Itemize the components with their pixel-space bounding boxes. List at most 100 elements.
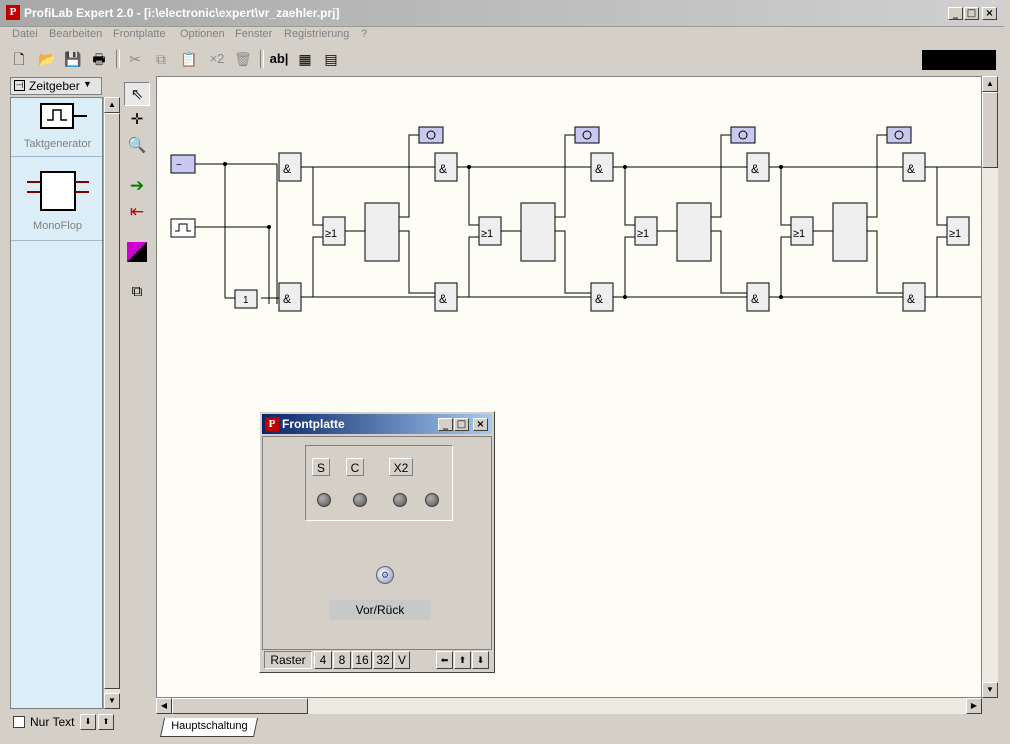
- or-gate-label: ≥1: [481, 228, 493, 240]
- app-logo-icon: P: [265, 417, 279, 432]
- and-gate-label: &: [283, 162, 291, 176]
- grid-icon[interactable]: ▦: [298, 51, 312, 67]
- circuit-diagram: ~ 1 & & ≥1 & & ≥1: [170, 126, 981, 312]
- scroll-up-icon[interactable]: ▲: [982, 76, 998, 92]
- only-text-checkbox[interactable]: [13, 716, 25, 728]
- scroll-down-icon[interactable]: ▼: [982, 682, 998, 698]
- raster-option-16[interactable]: 16: [352, 651, 372, 669]
- arrow-left-icon[interactable]: ⬅: [436, 651, 453, 669]
- menu-registrierung[interactable]: Registrierung: [284, 28, 350, 40]
- arrow-down-icon[interactable]: ⬇: [80, 714, 96, 730]
- title-bar: P ProfiLab Expert 2.0 - [i:\electronic\e…: [0, 0, 1004, 27]
- list-divider: [11, 156, 102, 157]
- and-gate-label: &: [907, 292, 915, 306]
- scroll-thumb[interactable]: [982, 92, 998, 168]
- inverter[interactable]: [234, 289, 258, 309]
- monoflop-icon[interactable]: [25, 170, 95, 214]
- scroll-up-icon[interactable]: ▲: [104, 97, 120, 113]
- scroll-right-icon[interactable]: ▶: [966, 698, 982, 714]
- only-text-label: Nur Text: [30, 715, 75, 729]
- canvas-horizontal-scrollbar[interactable]: ◀ ▶: [156, 698, 982, 714]
- scroll-down-icon[interactable]: ▼: [104, 693, 120, 709]
- tab-label: Hauptschaltung: [171, 720, 248, 732]
- or-gate-label: ≥1: [793, 228, 805, 240]
- arrow-up-icon[interactable]: ⬆: [98, 714, 114, 730]
- toolbar-separator: [116, 50, 120, 68]
- save-icon[interactable]: 💾: [64, 51, 82, 67]
- frontplatte-title-bar[interactable]: P Frontplatte _ □ ×: [262, 414, 492, 434]
- close-button[interactable]: ×: [473, 418, 488, 431]
- menu-bearbeiten[interactable]: Bearbeiten: [49, 28, 103, 40]
- maximize-button[interactable]: □: [454, 418, 469, 431]
- led-indicator: [353, 493, 367, 507]
- clock-generator[interactable]: [170, 218, 196, 238]
- or-gate-label: ≥1: [325, 228, 337, 240]
- menu-bar: Datei Bearbeiten Frontplatte Optionen Fe…: [0, 26, 1004, 44]
- led-label-x2: X2: [389, 458, 413, 476]
- minimize-button[interactable]: _: [948, 7, 963, 20]
- pointer-tool-icon[interactable]: ⇖: [124, 82, 150, 106]
- stop-icon[interactable]: ⇤: [129, 202, 145, 221]
- inverter-label: 1: [243, 295, 249, 306]
- led-label-c: C: [346, 458, 364, 476]
- and-gate-label: &: [751, 292, 759, 306]
- led-indicator: [317, 493, 331, 507]
- menu-fenster[interactable]: Fenster: [235, 28, 273, 40]
- scroll-thumb[interactable]: [172, 698, 308, 714]
- category-label: Zeitgeber: [29, 79, 80, 93]
- svg-text:~: ~: [176, 160, 182, 171]
- print-icon[interactable]: 🖶: [92, 51, 106, 67]
- library-scrollbar[interactable]: ▲ ▼: [103, 97, 120, 709]
- duplicate-x2-button[interactable]: ×2: [209, 51, 225, 66]
- scroll-left-icon[interactable]: ◀: [156, 698, 172, 714]
- run-icon[interactable]: ➔: [129, 176, 145, 195]
- canvas-vertical-scrollbar[interactable]: ▲ ▼: [982, 76, 998, 698]
- hilo-icon[interactable]: [124, 240, 150, 264]
- delete-icon[interactable]: 🗑: [234, 51, 252, 67]
- open-folder-icon[interactable]: 📂: [38, 51, 56, 67]
- minimize-button[interactable]: _: [438, 418, 453, 431]
- category-icon: ⊣: [14, 80, 25, 91]
- menu-datei[interactable]: Datei: [12, 28, 38, 40]
- raster-option-32[interactable]: 32: [373, 651, 393, 669]
- scroll-thumb[interactable]: [104, 113, 120, 689]
- toggle-switch-icon[interactable]: ⚙: [376, 566, 394, 584]
- cut-icon[interactable]: ✂: [129, 51, 141, 67]
- clock-generator-icon[interactable]: [39, 102, 91, 132]
- raster-option-4[interactable]: 4: [314, 651, 332, 669]
- status-display: [922, 50, 996, 70]
- zoom-tool-icon[interactable]: 🔍: [127, 137, 147, 154]
- arrow-down-icon[interactable]: ⬇: [472, 651, 489, 669]
- list-icon[interactable]: ▤: [324, 51, 338, 67]
- raster-option-8[interactable]: 8: [333, 651, 351, 669]
- tab-hauptschaltung[interactable]: Hauptschaltung: [159, 718, 259, 737]
- toolbar: 🗋 📂 💾 🖶 ✂ ⧉ 📋 ×2 🗑 ab| ▦ ▤: [0, 46, 1004, 72]
- new-file-icon[interactable]: 🗋: [13, 51, 25, 67]
- menu-optionen[interactable]: Optionen: [180, 28, 225, 40]
- clock-input[interactable]: [170, 154, 196, 174]
- list-divider: [11, 240, 102, 241]
- component-list: Taktgenerator MonoFlop: [10, 97, 103, 709]
- category-dropdown[interactable]: ⊣ Zeitgeber ▼: [10, 77, 102, 95]
- text-tool-button[interactable]: ab|: [269, 51, 289, 66]
- vor-rueck-button[interactable]: Vor/Rück: [329, 600, 431, 620]
- and-gate-label: &: [595, 292, 603, 306]
- tools-palette: ⇖ ✛ 🔍 ➔ ⇤ ⧉: [122, 80, 152, 710]
- raster-option-v[interactable]: V: [394, 651, 410, 669]
- window-switch-icon[interactable]: ⧉: [131, 283, 143, 300]
- component-monoflop[interactable]: MonoFlop: [33, 220, 82, 232]
- and-gate-label: &: [439, 292, 447, 306]
- junction-tool-icon[interactable]: ✛: [130, 111, 144, 128]
- arrow-up-icon[interactable]: ⬆: [454, 651, 471, 669]
- frontplatte-statusbar: Raster 4 8 16 32 V ⬅ ⬆ ⬇: [262, 651, 492, 671]
- paste-icon[interactable]: 📋: [180, 51, 198, 67]
- copy-icon[interactable]: ⧉: [156, 51, 166, 67]
- menu-frontplatte[interactable]: Frontplatte: [113, 28, 166, 40]
- menu-help[interactable]: ?: [361, 28, 368, 40]
- maximize-button[interactable]: □: [964, 7, 979, 20]
- toolbar-separator: [260, 50, 264, 68]
- library-footer: Nur Text ⬇ ⬆: [8, 710, 118, 734]
- close-button[interactable]: ×: [982, 7, 997, 20]
- and-gate-label: &: [907, 162, 915, 176]
- component-taktgenerator[interactable]: Taktgenerator: [23, 138, 92, 150]
